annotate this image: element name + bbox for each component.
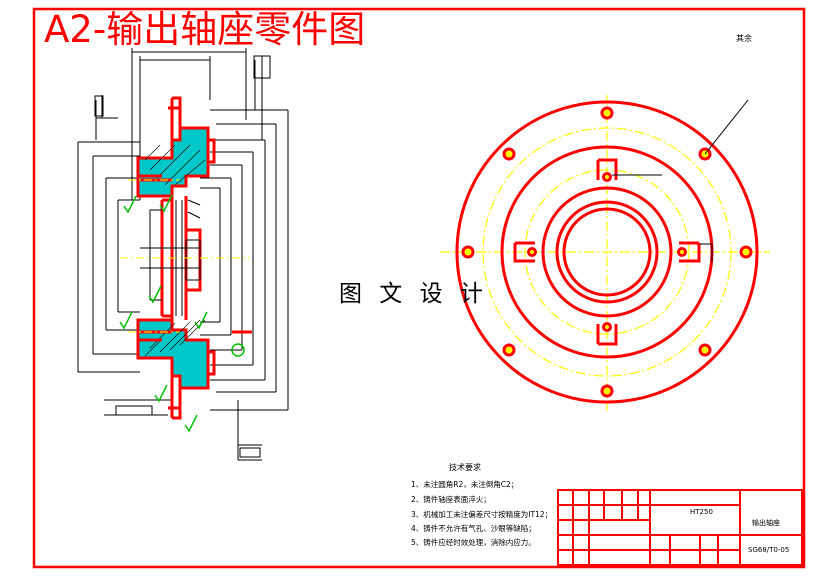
sheet-border bbox=[32, 7, 806, 569]
drawing-title: A2-输出轴座零件图 bbox=[44, 8, 366, 51]
front-centerlines bbox=[440, 95, 770, 412]
section-view bbox=[77, 48, 289, 461]
inner-details bbox=[140, 199, 201, 316]
drawing-number-label: SG68/T0-05 bbox=[748, 546, 790, 554]
requirement-item: 3、机械加工未注偏差尺寸按精度为IT12； bbox=[411, 510, 553, 519]
part-name-label: 输出轴座 bbox=[752, 519, 780, 527]
material-label: HT250 bbox=[690, 508, 713, 516]
requirement-item: 2、铸件轴座表面淬火； bbox=[411, 495, 491, 504]
dimension-lines bbox=[77, 48, 289, 461]
roughness-note: 其余 bbox=[736, 34, 752, 43]
section-centerlines bbox=[120, 179, 250, 333]
front-leaders bbox=[612, 99, 749, 262]
front-view bbox=[440, 95, 770, 412]
bolt-holes bbox=[461, 106, 753, 398]
requirement-item: 1、未注圆角R2，未注倒角C2； bbox=[411, 480, 519, 489]
requirements-heading: 技术要求 bbox=[449, 463, 481, 472]
watermark: 图 文 设 计 bbox=[339, 281, 488, 307]
requirement-item: 5、铸件应经时效处理，消除内应力。 bbox=[411, 538, 536, 547]
roughness-symbols bbox=[119, 194, 245, 433]
requirement-item: 4、铸件不允许有气孔、沙眼等缺陷； bbox=[411, 524, 536, 533]
title-block bbox=[557, 489, 803, 566]
